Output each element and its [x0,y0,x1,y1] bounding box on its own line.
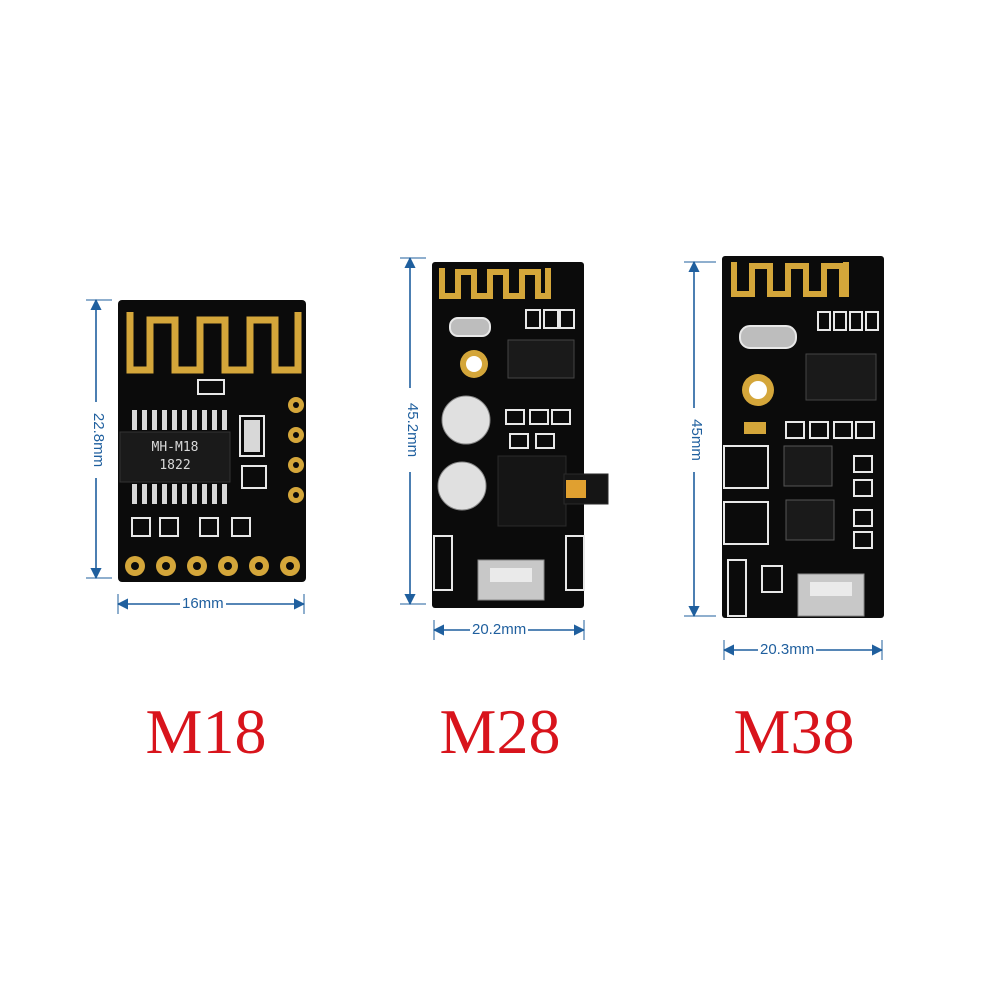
m28-audio-jack [497,455,567,527]
m18-height-label: 22.8mm [90,402,107,478]
m38-antenna [731,262,849,297]
m18-model-label: M18 [145,696,267,767]
m28-capacitor-1 [441,395,491,445]
m28-model-label: M28 [439,696,561,767]
m28-capacitor-2 [437,461,487,511]
m18-chip-marking-line2: 1822 [159,458,191,473]
m28-antenna [439,268,551,299]
m18-antenna [126,312,302,374]
m18-board [118,300,306,582]
m28-height-label: 45.2mm [404,388,421,472]
m38-model-label: M38 [733,696,855,767]
m38-board [722,256,884,618]
m18-width-label: 16mm [180,595,226,612]
m38-width-label: 20.3mm [758,641,817,658]
m28-width-label: 20.2mm [470,621,529,638]
m18-main-chip [119,431,231,483]
m28-board [432,262,609,608]
m18-chip-marking-line1: MH-M18 [151,440,199,455]
m18-chip-pins [132,410,227,504]
m38-height-label: 45mm [688,408,705,472]
